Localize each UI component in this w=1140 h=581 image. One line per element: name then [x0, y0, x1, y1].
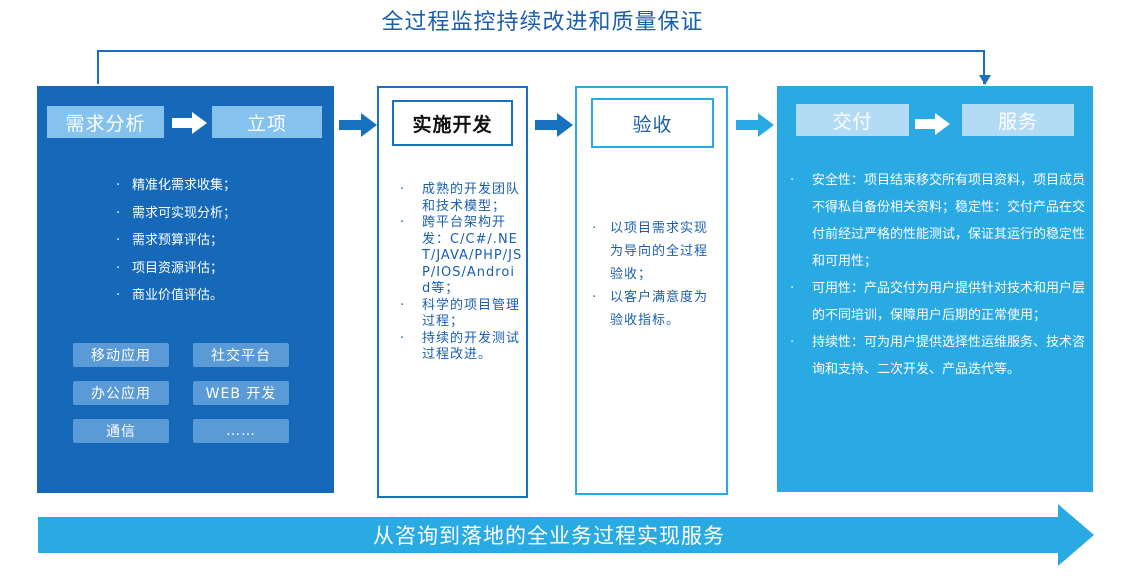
list-item: ·持续的开发测试过程改进。 — [400, 330, 521, 363]
requirements-list: ·精准化需求收集； ·需求可实现分析； ·需求预算评估； ·项目资源评估； ·商… — [116, 172, 316, 310]
app-tag-office: 办公应用 — [73, 381, 169, 405]
acceptance-title: 验收 — [591, 98, 714, 148]
list-item: ·商业价值评估。 — [116, 288, 224, 303]
list-item: ·安全性：项目结束移交所有项目资料，项目成员不得私自备份相关资料；稳定性：交付产… — [790, 173, 1086, 269]
right-arrow-icon — [915, 113, 951, 135]
list-item: ·项目资源评估； — [116, 260, 224, 276]
demand-analysis-label: 需求分析 — [47, 106, 164, 138]
service-label: 服务 — [962, 104, 1074, 136]
list-item: ·成熟的开发团队和技术模型； — [400, 182, 521, 214]
project-setup-label: 立项 — [212, 106, 322, 138]
delivery-list: ·安全性：项目结束移交所有项目资料，项目成员不得私自备份相关资料；稳定性：交付产… — [790, 167, 1090, 383]
stage-acceptance-panel — [575, 86, 728, 495]
top-title: 全过程监控持续改进和质量保证 — [381, 10, 704, 35]
list-item: ·需求可实现分析； — [116, 205, 237, 221]
app-tag-communication: 通信 — [73, 419, 169, 443]
right-arrow-icon — [535, 113, 575, 137]
delivery-label: 交付 — [796, 104, 909, 136]
development-title: 实施开发 — [392, 100, 513, 146]
development-list: ·成熟的开发团队和技术模型； ·跨平台架构开发：C/C#/.NET/JAVA/P… — [398, 182, 524, 364]
app-tag-mobile: 移动应用 — [73, 343, 169, 367]
right-arrow-icon — [339, 113, 379, 137]
stage-delivery-panel — [777, 86, 1093, 492]
right-arrow-icon — [736, 113, 776, 137]
bottom-banner-text: 从咨询到落地的全业务过程实现服务 — [373, 524, 725, 548]
list-item: ·科学的项目管理过程； — [400, 297, 521, 330]
app-tag-social: 社交平台 — [193, 343, 289, 367]
acceptance-list: ·以项目需求实现为导向的全过程验收； ·以客户满意度为验收指标。 — [590, 217, 714, 332]
feedback-loop-line — [97, 50, 985, 84]
list-item: ·以项目需求实现为导向的全过程验收； — [592, 221, 709, 282]
list-item: ·可用性：产品交付为用户提供针对技术和用户层的不同培训，保障用户后期的正常使用； — [790, 281, 1086, 323]
feedback-loop-arrowhead — [979, 75, 991, 85]
list-item: ·持续性：可为用户提供选择性运维服务、技术咨询和支持、二次开发、产品迭代等。 — [790, 335, 1086, 377]
stage-development-panel — [377, 86, 528, 498]
list-item: ·跨平台架构开发：C/C#/.NET/JAVA/PHP/JSP/IOS/Andr… — [400, 215, 523, 296]
bottom-banner-arrow — [38, 504, 1094, 568]
right-arrow-icon — [172, 112, 208, 134]
list-item: ·需求预算评估； — [116, 233, 224, 248]
list-item: ·精准化需求收集； — [116, 178, 237, 193]
app-tag-more: …… — [193, 419, 289, 443]
app-tag-web: WEB 开发 — [193, 381, 289, 405]
list-item: ·以客户满意度为验收指标。 — [592, 290, 709, 328]
